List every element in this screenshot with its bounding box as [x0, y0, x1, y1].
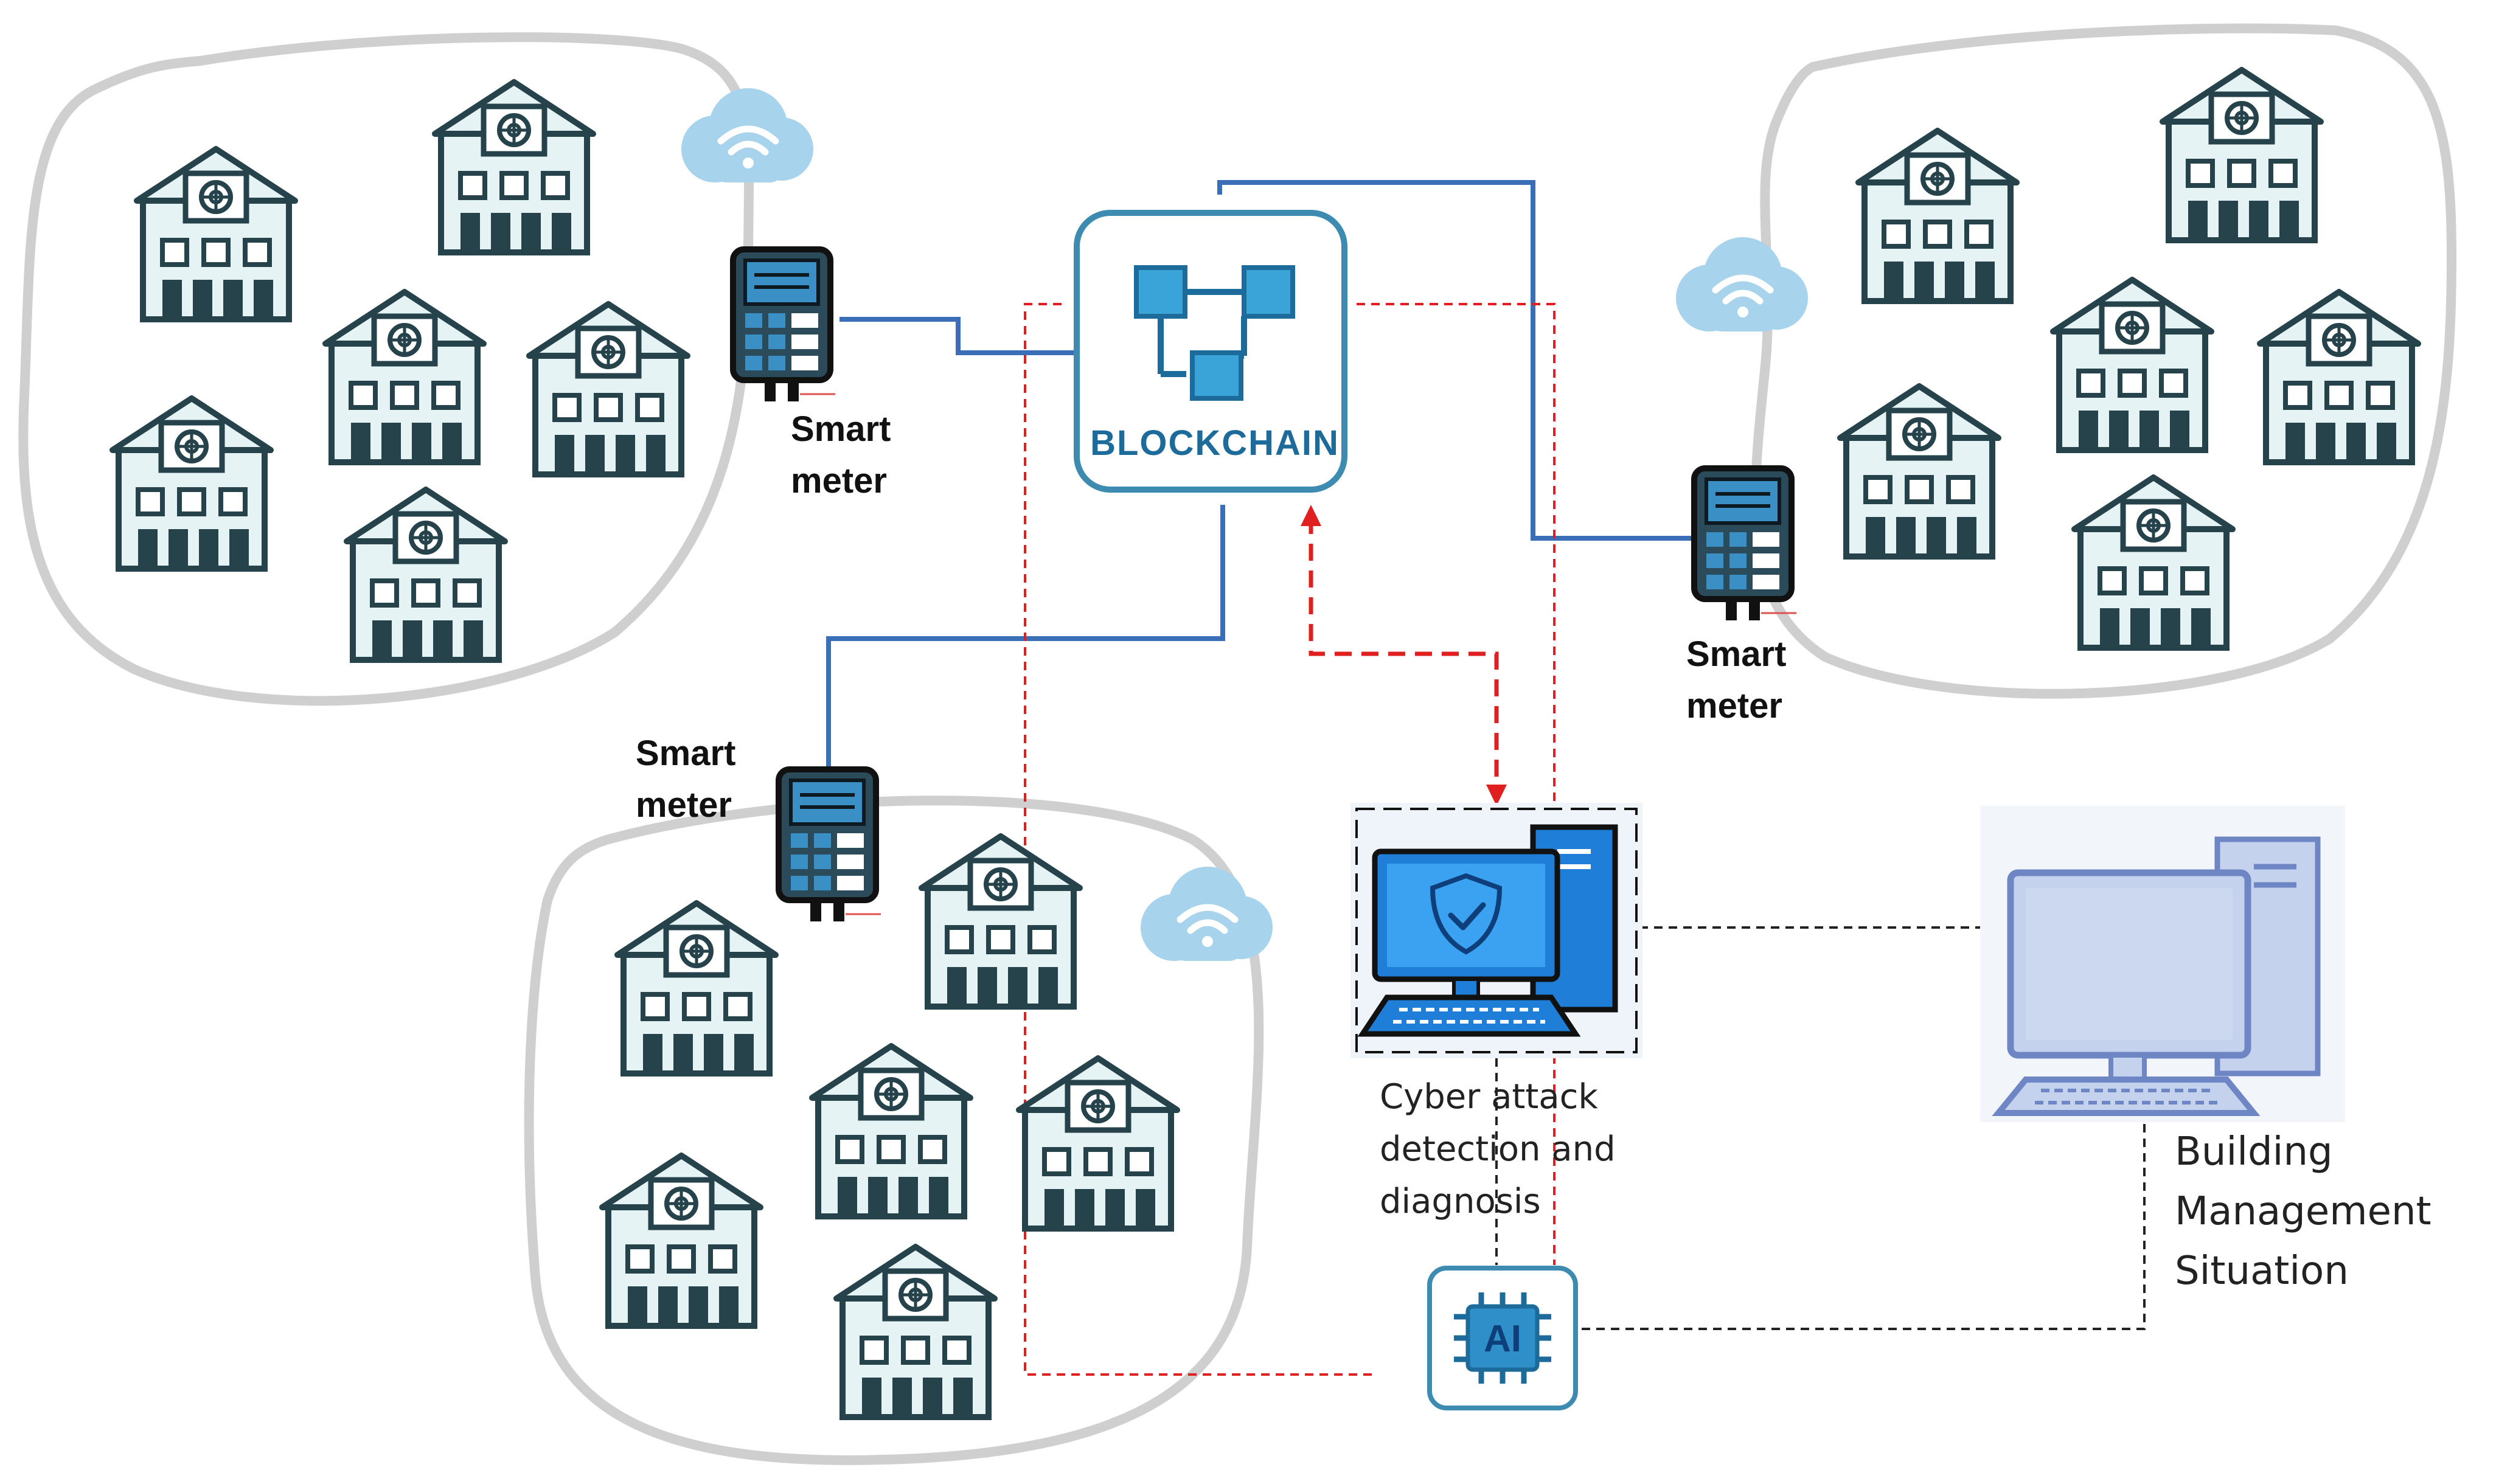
cyber-label-line2: detection and — [1380, 1129, 1616, 1169]
link-blockchain-to-meter-right — [1217, 180, 1697, 541]
building-icon — [113, 398, 271, 569]
security-computer-icon — [1350, 803, 1642, 1058]
bms-label: Building Management Situation — [2175, 1129, 2431, 1294]
smart-meter-label-line2: meter — [1686, 686, 1782, 726]
bms-label-line3: Situation — [2175, 1249, 2349, 1294]
attack-path-outer — [1024, 303, 1372, 1376]
building-icon — [325, 292, 484, 462]
desktop-computer-icon — [1980, 806, 2345, 1122]
region-outline-bottom — [524, 796, 1264, 1465]
building-icon — [2074, 477, 2233, 648]
smart-meter-label-line2: meter — [791, 461, 887, 501]
building-icon — [2053, 280, 2211, 450]
link-meter-top-left-to-blockchain — [839, 317, 1077, 355]
arrowhead-down — [1486, 785, 1507, 806]
ai-chip-node: AI — [1430, 1268, 1576, 1408]
wifi-cloud-icon — [681, 88, 813, 182]
smart-meter-label-line1: Smart — [791, 409, 891, 449]
cyber-attack-label: Cyber attack detection and diagnosis — [1380, 1077, 1616, 1221]
building-icon — [529, 304, 687, 474]
smart-meter-label-line1: Smart — [636, 733, 735, 773]
smart-meter-label-right: Smart meter — [1686, 634, 1786, 726]
building-icon — [1019, 1058, 1177, 1229]
wifi-cloud-icon — [1676, 237, 1808, 331]
arrowhead-up — [1301, 505, 1321, 526]
building-icon — [137, 149, 295, 319]
smart-meter-label-line2: meter — [636, 785, 732, 825]
smart-meter-label-line1: Smart — [1686, 634, 1786, 674]
blockchain-node: BLOCKCHAIN — [1074, 210, 1347, 493]
building-icon — [1858, 131, 2017, 301]
building-icon — [836, 1247, 995, 1417]
blockchain-icon — [1134, 265, 1295, 401]
smart-meter-icon — [733, 249, 835, 401]
building-icon — [812, 1046, 970, 1216]
attack-path-right — [1357, 303, 1555, 1265]
smart-meter-icon — [779, 769, 881, 921]
building-icon — [617, 903, 776, 1073]
building-icon — [1840, 386, 1998, 556]
bms-label-line2: Management — [2175, 1189, 2431, 1234]
building-icon — [435, 82, 593, 252]
building-icon — [602, 1156, 760, 1326]
smart-meter-label-bottom: Smart meter — [636, 733, 735, 825]
building-icon — [2260, 292, 2418, 462]
ai-label: AI — [1484, 1318, 1521, 1360]
smart-meter-label-top-left: Smart meter — [791, 409, 891, 501]
detection-feedback-arrow — [1309, 517, 1499, 794]
building-icon — [922, 836, 1080, 1007]
cyber-label-line3: diagnosis — [1380, 1182, 1541, 1221]
building-icon — [347, 490, 505, 660]
bms-label-line1: Building — [2175, 1129, 2333, 1174]
blockchain-label: BLOCKCHAIN — [1090, 423, 1340, 463]
link-ai-to-bms — [1582, 1122, 2146, 1330]
smart-meter-icon — [1694, 468, 1796, 620]
cyber-label-line1: Cyber attack — [1380, 1077, 1598, 1117]
building-icon — [2163, 70, 2321, 240]
wifi-cloud-icon — [1141, 867, 1273, 961]
region-outline-top-left — [18, 32, 754, 706]
